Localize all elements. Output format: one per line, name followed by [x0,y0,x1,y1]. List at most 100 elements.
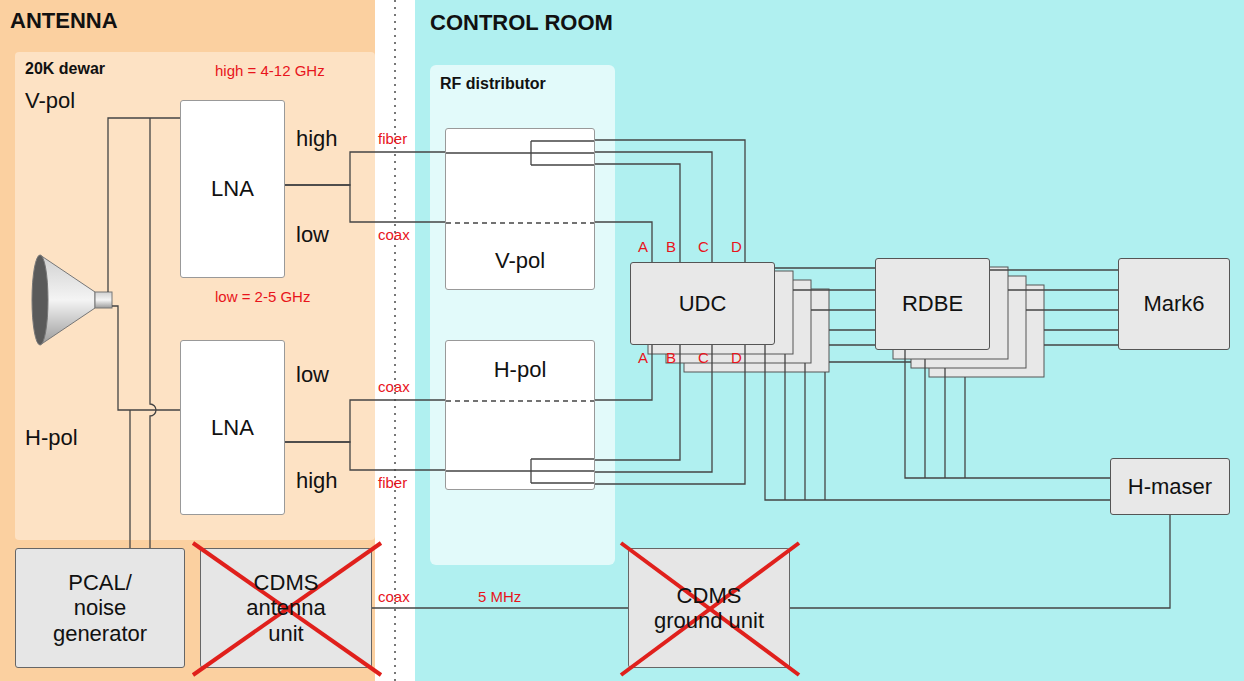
antenna-ground [0,0,375,681]
label-holder: A [638,349,648,366]
label-holder: low = 2-5 GHz [215,288,310,305]
box-label: CDMS antenna unit [229,570,344,646]
band-note: low = 2-5 GHz [215,288,310,305]
box-label: LNA [211,415,254,440]
converter-box: UDC [630,262,775,345]
label-holder: C [698,238,709,255]
box-label: RDBE [902,291,963,316]
coax-through-line [446,400,594,401]
port-letter: B [666,349,676,366]
label-holder: B [666,238,676,255]
box-label: UDC [679,291,727,316]
panel-title: CONTROL ROOM [430,10,1229,36]
maser-box: H-maser [1110,458,1230,515]
dewar-ground [15,52,375,540]
band-label: high [296,126,338,152]
panel-title: ANTENNA [10,8,365,34]
edge-label-holder: coax [378,588,410,605]
removed-unit-box: CDMS antenna unit [200,548,372,668]
port-letter: B [666,238,676,255]
connector [372,607,628,608]
region-panel: CONTROL ROOM RF distributorV-polH-pol UDC R… [415,0,1244,681]
port-letter: A [638,238,648,255]
distributor-panel: RF distributorV-polH-pol [430,65,615,565]
label-holder: low [296,222,329,248]
label-holder: V-pol [25,88,75,114]
cross-stroke [621,543,799,675]
connector [765,345,1110,500]
connector [790,515,1170,608]
connector [905,350,1110,478]
port-letter: A [638,349,648,366]
label-holder: D [731,349,742,366]
amplifier-box: LNA [180,100,285,278]
amplifier-box: LNA [180,340,285,515]
box-label: H-maser [1128,474,1212,499]
removed-unit-box: CDMS ground unit [628,548,790,668]
connector [595,345,652,400]
connector [285,400,445,442]
port-letter: C [698,238,709,255]
cross-stroke [621,543,799,675]
label-holder: A [638,238,648,255]
box-label: V-pol [495,248,545,273]
band-label: high [296,468,338,494]
coax-through-line [446,222,594,223]
connector [285,185,445,222]
port-letter: C [698,349,709,366]
band-label: low [296,222,329,248]
generator-box: PCAL/ noise generator [15,548,185,668]
connector [285,152,445,185]
cable-label: fiber [378,474,407,491]
control-room-ground [415,0,1244,681]
polarization-box: H-pol [445,340,595,490]
connector [775,267,875,268]
cable-label: coax [378,226,410,243]
cable-label: coax [378,588,410,605]
label-holder: high [296,468,338,494]
edge-label-holder: fiber [378,130,407,147]
box-label: H-pol [494,357,547,382]
divider-line [394,0,396,681]
label-holder: D [731,238,742,255]
label-holder: high = 4-12 GHz [215,62,325,79]
label-holder: high [296,126,338,152]
feed-wires [108,118,180,548]
cross-stroke [193,543,381,675]
label-holder: C [698,349,709,366]
cable-label: fiber [378,130,407,147]
box-label: PCAL/ noise generator [43,570,158,646]
box-label: CDMS ground unit [652,583,767,634]
connector [285,442,445,470]
box-label: Mark6 [1143,291,1204,316]
port-letter: D [731,238,742,255]
polarization-label: V-pol [25,88,75,114]
label-holder: low [296,362,329,388]
band-note: high = 4-12 GHz [215,62,325,79]
panel-title: RF distributor [440,75,605,93]
connector [595,222,652,262]
rf-distributor-ground [430,65,615,565]
box-label: LNA [211,176,254,201]
dewar-panel: 20K dewarLNALNA [15,52,375,540]
label-holder: B [666,349,676,366]
edge-label-holder: coax [378,226,410,243]
connector [990,269,1118,270]
signal-wires [595,140,1118,500]
edge-label-holder: fiber [378,474,407,491]
polarization-label: H-pol [25,425,78,451]
edge-label-holder: coax [378,378,410,395]
label-holder: H-pol [25,425,78,451]
label-holder: 5 MHz [478,588,521,605]
recorder-box: Mark6 [1118,258,1230,350]
fiber-splitter [446,141,594,165]
port-letter: D [731,349,742,366]
cable-label: coax [378,378,410,395]
band-label: low [296,362,329,388]
frequency-label: 5 MHz [478,588,521,605]
horn-illustration [32,255,112,345]
cross-stroke [193,543,381,675]
polarization-box: V-pol [445,128,595,290]
fiber-splitter [446,459,594,483]
